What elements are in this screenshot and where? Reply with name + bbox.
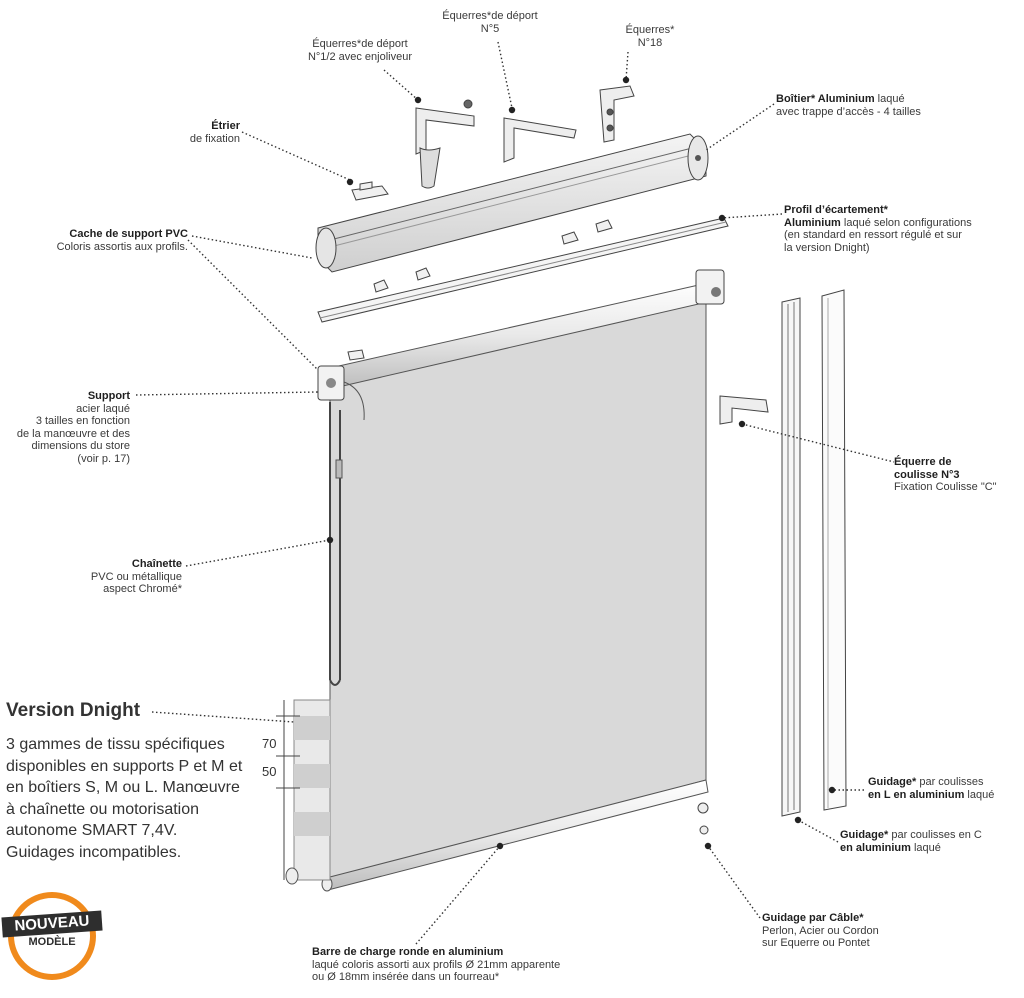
label-guidage-cable-title: Guidage par Câble* (762, 912, 864, 924)
cassette-box (315, 133, 709, 273)
right-support-bracket (695, 269, 725, 305)
equerre-1-2-part (415, 99, 475, 189)
label-guidage-cable: Guidage par Câble* Perlon, Acier ou Cord… (762, 912, 942, 950)
label-equerre-coulisse-sub: Fixation Coulisse "C" (894, 481, 997, 493)
etrier-part (351, 181, 389, 201)
badge-bottom-text: MODÈLE (28, 936, 76, 948)
label-equerres-1-2: Équerres*de déport N°1/2 avec enjoliveur (290, 38, 430, 63)
dnight-title: Version Dnight (6, 700, 141, 721)
label-chainette-line2: PVC ou métallique (90, 570, 182, 583)
profile-clips (347, 219, 613, 361)
label-equerres-1-2-title: Équerres*de déport (312, 38, 408, 50)
left-support-bracket (317, 365, 365, 421)
equerre-5-part (503, 117, 577, 163)
label-equerre-coulisse-title2: coulisse N°3 (894, 468, 960, 481)
label-etrier-title: Étrier (211, 120, 240, 132)
guide-rail-c (781, 297, 801, 817)
cable-guide-part (697, 802, 709, 835)
label-guidage-l-bold2: en L en aluminium (868, 788, 965, 801)
label-support-line2: acier laqué (76, 402, 130, 415)
label-guidage-c-rest2: laqué (910, 841, 941, 854)
label-profil-rest2: laqué selon configurations (840, 216, 972, 229)
label-equerres-18-sub: N°18 (637, 36, 663, 49)
label-boitier-rest: laqué (874, 93, 905, 105)
label-equerres-1-2-sub: N°1/2 avec enjoliveur (307, 50, 413, 63)
label-support-line5: dimensions du store (31, 440, 130, 452)
leader-dots (326, 76, 836, 850)
label-cache-title: Cache de support PVC (69, 228, 188, 240)
label-barre-line2: laqué coloris assorti aux profils Ø 21mm… (312, 958, 561, 971)
label-equerre-coulisse: Équerre de coulisse N°3 Fixation Couliss… (894, 456, 1020, 494)
label-equerres-18-title: Équerres* (625, 24, 675, 36)
guide-rail-l (821, 289, 847, 811)
label-equerres-5-sub: N°5 (480, 22, 500, 35)
label-equerres-5-title: Équerres*de déport (442, 10, 538, 22)
label-guidage-l-bold1: Guidage* (868, 776, 917, 788)
label-support-line3: 3 tailles en fonction (35, 415, 130, 427)
label-guidage-cable-line2: Perlon, Acier ou Cordon (762, 924, 879, 937)
leader-lines (135, 41, 895, 945)
label-boitier-title: Boîtier* Aluminium (776, 93, 875, 105)
dim-70: 70 (262, 736, 277, 751)
label-etrier: Étrier de fixation (140, 120, 240, 145)
label-guidage-l-rest1: par coulisses (916, 776, 984, 788)
label-barre: Barre de charge ronde en aluminium laqué… (312, 946, 612, 984)
label-chainette-title: Chaînette (131, 558, 182, 570)
equerre-coulisse-part (719, 395, 769, 425)
label-guidage-c-bold1: Guidage* (840, 829, 889, 841)
label-support-title: Support (87, 390, 130, 402)
label-guidage-c: Guidage* par coulisses en C en aluminium… (840, 829, 1020, 854)
label-barre-title: Barre de charge ronde en aluminium (312, 946, 504, 958)
label-etrier-sub: de fixation (189, 132, 240, 145)
label-boitier-sub: avec trappe d’accès - 4 tailles (776, 105, 921, 118)
label-equerres-5: Équerres*de déport N°5 (420, 10, 560, 35)
label-profil-bold2: Aluminium (784, 216, 841, 229)
label-support-line4: de la manœuvre et des (16, 427, 130, 440)
label-support: Support acier laqué 3 tailles en fonctio… (10, 390, 130, 465)
label-barre-line3: ou Ø 18mm insérée dans un fourreau* (312, 971, 500, 983)
label-support-line6: (voir p. 17) (77, 452, 130, 465)
label-cache: Cache de support PVC Coloris assortis au… (20, 228, 188, 253)
label-profil: Profil d’écartement* Aluminium laqué sel… (784, 204, 1020, 254)
label-guidage-cable-line3: sur Equerre ou Pontet (762, 937, 870, 949)
label-guidage-l: Guidage* par coulisses en L en aluminium… (868, 776, 1018, 801)
label-guidage-c-bold2: en aluminium (840, 841, 911, 854)
label-guidage-l-rest2: laqué (964, 788, 995, 801)
label-profil-title: Profil d’écartement* (784, 204, 888, 216)
dnight-fabric-sample (276, 699, 331, 885)
label-chainette-line3: aspect Chromé* (103, 583, 182, 595)
nouveau-modele-badge: NOUVEAU MODÈLE (1, 892, 103, 980)
label-cache-sub: Coloris assortis aux profils. (56, 240, 188, 253)
dim-50: 50 (262, 764, 277, 779)
label-equerre-coulisse-title1: Équerre de (894, 456, 952, 468)
equerre-18-part (599, 85, 635, 143)
label-guidage-c-rest1: par coulisses en C (888, 829, 982, 841)
label-equerres-18: Équerres* N°18 (600, 24, 700, 49)
label-chainette: Chaînette PVC ou métallique aspect Chrom… (40, 558, 182, 596)
label-profil-line3: (en standard en ressort régulé et sur (784, 229, 962, 241)
label-profil-line4: la version Dnight) (784, 241, 870, 254)
dnight-body: 3 gammes de tissu spécifiques disponible… (6, 736, 243, 861)
label-boitier: Boîtier* Aluminium laqué avec trappe d’a… (776, 93, 1016, 118)
